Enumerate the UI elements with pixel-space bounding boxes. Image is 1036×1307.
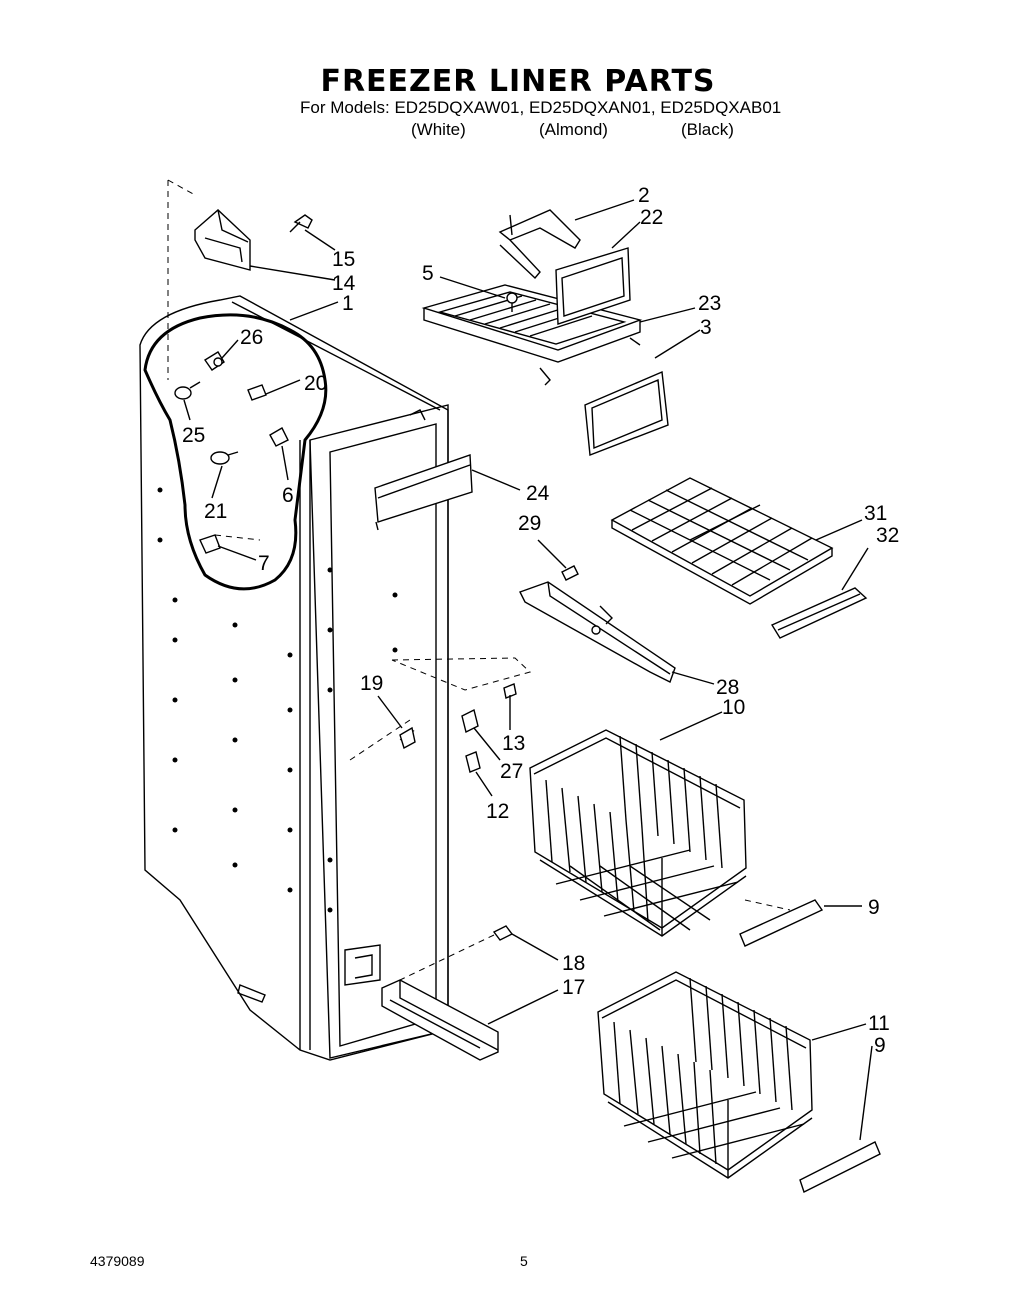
callout-9a: 9	[868, 896, 880, 919]
callout-29: 29	[518, 512, 541, 535]
callout-22: 22	[640, 206, 663, 229]
callout-13: 13	[502, 732, 525, 755]
callout-7: 7	[258, 552, 270, 575]
callout-9b: 9	[874, 1034, 886, 1057]
color-almond: (Almond)	[539, 120, 608, 139]
page-number: 5	[520, 1253, 528, 1269]
shelf-trim-part-32	[770, 587, 868, 639]
wire-shelf-part-31	[610, 477, 834, 605]
fastener-part-20	[247, 384, 267, 401]
wire-basket-part-11	[597, 971, 813, 1179]
callout-labels: 2 22 5 23 3 15 14 1 26 20 25 6 21 7 24 2…	[182, 184, 899, 1057]
callout-17: 17	[562, 976, 585, 999]
clip-part-13	[503, 683, 517, 699]
callout-21: 21	[204, 500, 227, 523]
clip-part-12	[465, 751, 481, 773]
callout-1: 1	[342, 292, 354, 315]
fastener-part-25	[174, 381, 201, 400]
callout-14: 14	[332, 272, 356, 295]
callout-26: 26	[240, 326, 263, 349]
callout-18: 18	[562, 952, 585, 975]
bottom-trim-part-17	[381, 979, 499, 1061]
callout-3: 3	[700, 316, 712, 339]
callout-23: 23	[698, 292, 721, 315]
fastener-part-6	[269, 427, 289, 447]
callout-2: 2	[638, 184, 650, 207]
doc-number: 4379089	[90, 1253, 145, 1269]
screw-part-5	[506, 292, 518, 312]
callout-24: 24	[526, 482, 550, 505]
models-line: For Models: ED25DQXAW01, ED25DQXAN01, ED…	[300, 98, 782, 117]
callout-12: 12	[486, 800, 509, 823]
callout-5: 5	[422, 262, 434, 285]
shelf-frame-part-23	[421, 284, 643, 386]
screw-part-18	[399, 925, 514, 981]
handle-part-2	[498, 209, 581, 280]
page-title: FREEZER LINER PARTS	[320, 64, 716, 99]
fastener-part-21	[210, 451, 239, 465]
callout-32: 32	[876, 524, 899, 547]
basket-trim-part-9b	[799, 1141, 881, 1193]
color-black: (Black)	[681, 120, 734, 139]
panel-part-3	[584, 370, 669, 456]
wire-basket-part-10	[529, 729, 747, 937]
callout-11: 11	[868, 1012, 890, 1035]
screw-part-29	[561, 565, 579, 581]
bracket-part-14	[194, 209, 251, 271]
clip-part-27	[461, 708, 479, 734]
callout-28: 28	[716, 676, 739, 699]
callout-19: 19	[360, 672, 383, 695]
mounting-holes	[157, 487, 398, 913]
callout-31: 31	[864, 502, 887, 525]
callout-20: 20	[304, 372, 327, 395]
basket-trim-part-9a	[739, 899, 824, 947]
clip-part-19	[399, 726, 416, 750]
callout-10: 10	[722, 696, 745, 719]
freezer-liner-part	[139, 295, 449, 1061]
color-white: (White)	[411, 120, 466, 139]
screw-part-15	[289, 214, 313, 233]
cover-part-22	[555, 247, 631, 325]
callout-6: 6	[282, 484, 294, 507]
callout-25: 25	[182, 424, 205, 447]
callout-27: 27	[500, 760, 523, 783]
leader-lines	[183, 199, 873, 1141]
fastener-part-7	[199, 534, 261, 554]
rail-part-28	[519, 581, 676, 683]
fastener-part-26	[204, 351, 225, 371]
panel-part-24	[374, 454, 473, 531]
callout-15: 15	[332, 248, 355, 271]
